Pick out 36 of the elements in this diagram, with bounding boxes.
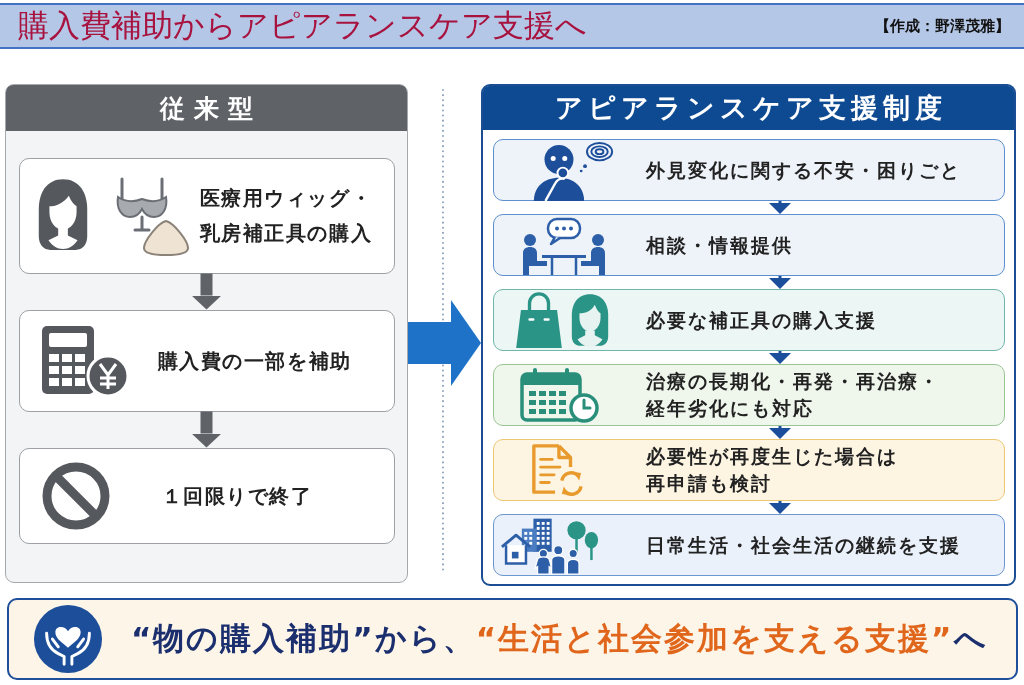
step-text: 治療の長期化・再発・再治療・経年劣化にも対応 <box>646 369 941 421</box>
panel-heading: アピアランスケア支援制度 <box>483 86 1014 130</box>
step-box <box>493 139 1005 201</box>
banner-text: へ <box>953 620 988 656</box>
step-box <box>493 364 1005 426</box>
step-text: 必要な補正具の購入支援 <box>646 307 878 333</box>
step-box <box>18 447 395 544</box>
panel <box>481 84 1016 586</box>
step-box <box>493 289 1005 351</box>
title: 購入費補助からアピアランスケア支援へ <box>18 6 587 45</box>
banner-text: “物の購入補助”から、 <box>131 620 476 656</box>
step-text: 外見変化に関する不安・困りごと <box>646 157 962 183</box>
panel-heading: 従来型 <box>6 85 407 131</box>
step-box <box>18 157 395 274</box>
block-arrow <box>408 300 481 386</box>
step-text: 医療用ウィッグ・乳房補正具の購入 <box>199 184 374 247</box>
step-box <box>493 439 1005 501</box>
arrow <box>769 426 791 439</box>
step-box <box>493 214 1005 276</box>
block-arrow <box>191 273 222 310</box>
step-text: 購入費の一部を補助 <box>157 347 353 374</box>
step-box <box>18 309 395 412</box>
step-text: 日常生活・社会生活の継続を支援 <box>646 532 962 558</box>
arrow <box>769 201 791 214</box>
arrow <box>769 276 791 289</box>
step-text: １回限りで終了 <box>161 482 314 509</box>
step-box <box>493 514 1005 576</box>
block-arrow <box>191 411 222 448</box>
banner-highlight: “生活と社会参加を支える支援” <box>475 620 954 656</box>
arrow <box>769 351 791 364</box>
step-text: 相談・情報提供 <box>646 232 794 258</box>
arrow <box>769 501 791 514</box>
banner <box>7 598 1018 680</box>
step-text: 必要性が再度生じた場合は再申請も検討 <box>646 444 899 496</box>
panel <box>5 84 408 583</box>
attribution-text: 【作成：野澤茂雅】 <box>875 16 1010 36</box>
